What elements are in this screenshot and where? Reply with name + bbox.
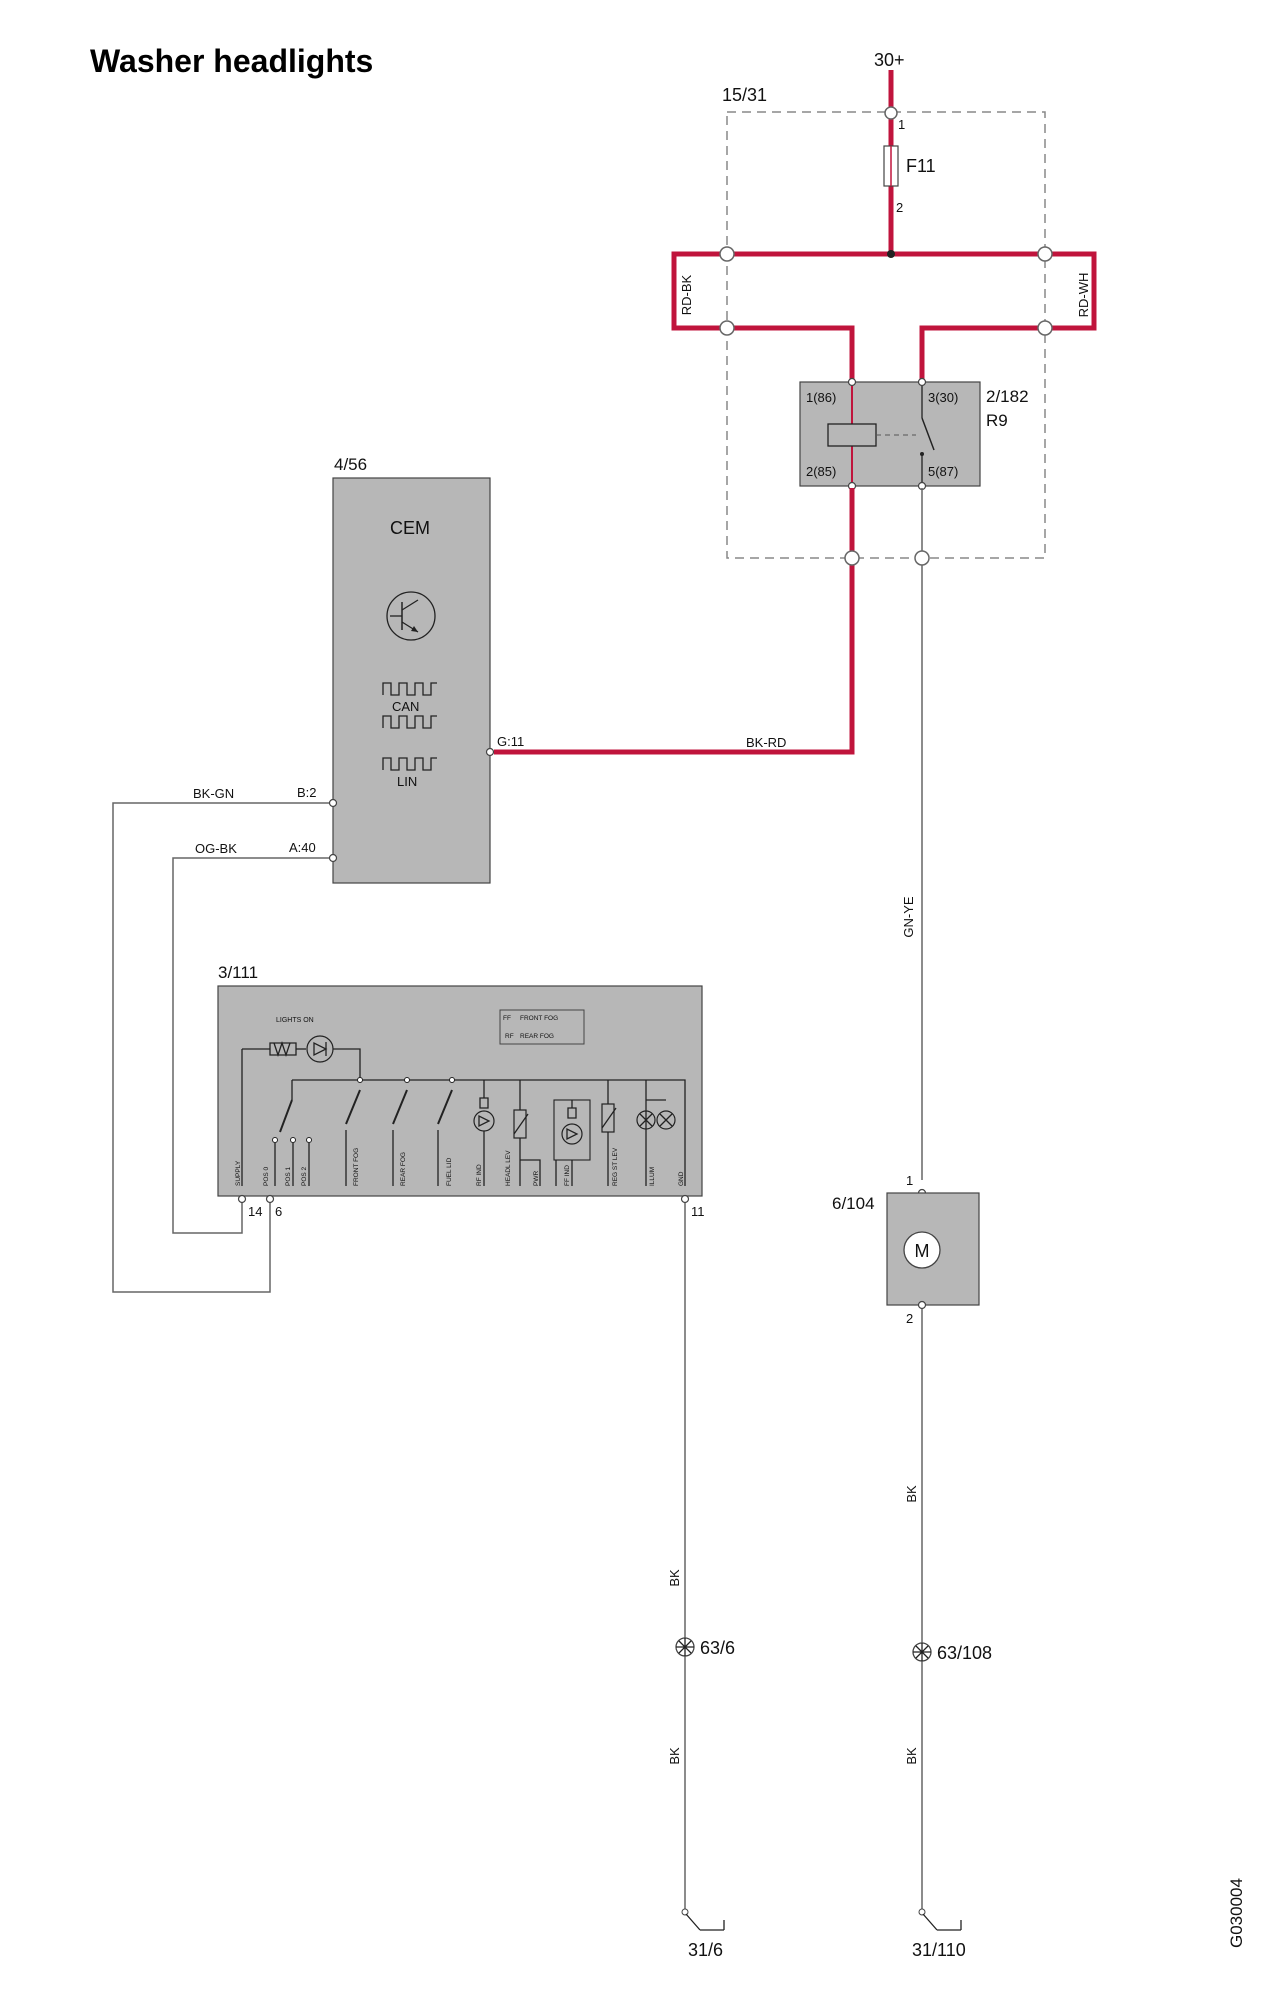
fog-legend-box (499, 1009, 585, 1045)
cem-name: CEM (390, 518, 430, 538)
splice-63-6-icon (675, 1637, 695, 1657)
pin-reg-st-lev: REG ST LEV (612, 1147, 619, 1186)
wire-label-og-bk: OG-BK (195, 841, 237, 856)
ground-31-6-label: 31/6 (688, 1940, 723, 1960)
lin-waveform-icon (382, 757, 437, 771)
switch-rear-fog (392, 1077, 410, 1186)
motor-pin-2: 2 (906, 1311, 913, 1326)
rf-indicator-icon (473, 1080, 495, 1186)
svg-text:FF: FF (503, 1015, 511, 1022)
cem-lin-label: LIN (397, 774, 417, 789)
cem-pin-g11: G:11 (497, 734, 524, 749)
ground-31-110-icon (918, 1908, 962, 1931)
splice-63-6-label: 63/6 (700, 1638, 735, 1658)
wire-label-bk-left-lower: BK (667, 1747, 682, 1765)
switch-fuel-lid (437, 1077, 455, 1186)
wire-label-rd-bk: RD-BK (679, 274, 694, 315)
red-loop-right (1045, 251, 1097, 331)
wire-label-bk-right-upper: BK (904, 1485, 919, 1503)
pin-pos0: POS 0 (263, 1166, 270, 1186)
cem-pin-a40: A:40 (289, 840, 316, 855)
pin-fuel-lid: FUEL LID (446, 1157, 453, 1186)
splice-dot (887, 250, 895, 258)
pin-gnd: GND (678, 1171, 685, 1186)
diagram-title: Washer headlights (90, 43, 373, 79)
ff-indicator-icon (553, 1099, 591, 1186)
svg-text:REAR FOG: REAR FOG (520, 1033, 554, 1040)
red-to-relay-86 (727, 325, 855, 382)
power-label-30plus: 30+ (874, 50, 905, 70)
wire-label-bk-left-upper: BK (667, 1569, 682, 1587)
fuse-f11-label: F11 (906, 156, 936, 176)
fuse-pin-2: 2 (896, 200, 903, 215)
pin-supply: SUPPLY (235, 1160, 242, 1186)
wire-label-gn-ye: GN-YE (901, 896, 916, 938)
motor-pin-1: 1 (906, 1173, 913, 1188)
pin-pos1: POS 1 (285, 1166, 292, 1186)
relay-id: 2/182 (986, 387, 1029, 406)
fuse-box-id: 15/31 (722, 85, 767, 105)
relay-pin-85: 2(85) (806, 464, 836, 479)
fuse-pin-1: 1 (898, 117, 905, 132)
pin-ff-ind: FF IND (564, 1165, 571, 1186)
splice-63-108-icon (912, 1642, 932, 1662)
pin-rear-fog: REAR FOG (400, 1152, 407, 1186)
cem-module: 4/56 CEM CAN LIN G:11 B:2 A:40 (289, 455, 524, 884)
ground-31-6-icon (681, 1908, 725, 1931)
headlight-level-icon (513, 1080, 541, 1186)
pin-pwr: PWR (533, 1171, 540, 1186)
reg-level-icon (601, 1080, 617, 1186)
wire-bk-rd (494, 488, 855, 755)
can-waveform-icon (382, 682, 437, 696)
relay-pin-30: 3(30) (928, 390, 958, 405)
ground-31-110-label: 31/110 (912, 1940, 966, 1960)
relay-pin-87: 5(87) (928, 464, 958, 479)
switch-pin-14: 14 (248, 1204, 262, 1219)
wire-label-rd-wh: RD-WH (1076, 273, 1091, 318)
pin-headl-lev: HEADL LEV (505, 1150, 512, 1186)
splice-63-108-label: 63/108 (937, 1643, 992, 1663)
pin-rf-ind: RF IND (476, 1164, 483, 1186)
motor-symbol: M (915, 1241, 930, 1261)
lights-on-label: LIGHTS ON (276, 1017, 314, 1024)
resistor-icon (269, 1042, 297, 1056)
red-loop-left (671, 251, 727, 331)
fuse-box-entry-node (884, 106, 898, 120)
switch-front-fog (345, 1077, 363, 1186)
relay-name: R9 (986, 411, 1008, 430)
relay-pin-86: 1(86) (806, 390, 836, 405)
rotary-switch-icon (279, 1099, 293, 1133)
switch-module: 3/111 FF FRONT FOG RF REAR FOG LIGHTS ON (217, 963, 705, 1219)
can-waveform-icon-2 (382, 715, 437, 729)
switch-common-rail (292, 1079, 686, 1186)
cem-id: 4/56 (334, 455, 367, 474)
pin-front-fog: FRONT FOG (353, 1148, 360, 1186)
red-to-relay-30 (919, 325, 1045, 382)
cem-pin-b2: B:2 (297, 785, 317, 800)
motor-icon (903, 1231, 941, 1269)
svg-text:RF: RF (505, 1033, 514, 1040)
relay-contact (921, 417, 935, 451)
relay-r9: 2/182 R9 1(86) 3(30) 2(85) 5(87) (799, 377, 1029, 491)
pin-illum: ILLUM (649, 1167, 656, 1186)
transistor-icon (386, 591, 436, 641)
wire-label-bk-rd: BK-RD (746, 735, 786, 750)
washer-motor: 6/104 1 M 2 (832, 1173, 980, 1326)
figure-code: G030004 (1227, 1878, 1246, 1948)
illumination-lamp-icon (636, 1080, 676, 1186)
switch-module-id: 3/111 (218, 963, 258, 982)
switch-pin-6: 6 (275, 1204, 282, 1219)
motor-id: 6/104 (832, 1194, 875, 1213)
cem-can-label: CAN (392, 699, 419, 714)
wire-label-bk-right-lower: BK (904, 1747, 919, 1765)
wire-label-bk-gn: BK-GN (193, 786, 234, 801)
svg-text:FRONT FOG: FRONT FOG (520, 1015, 558, 1022)
wire-og-bk (172, 857, 329, 1234)
pin-pos2: POS 2 (301, 1166, 308, 1186)
switch-pin-11: 11 (691, 1204, 705, 1219)
wire-bk-gn (112, 802, 329, 1293)
